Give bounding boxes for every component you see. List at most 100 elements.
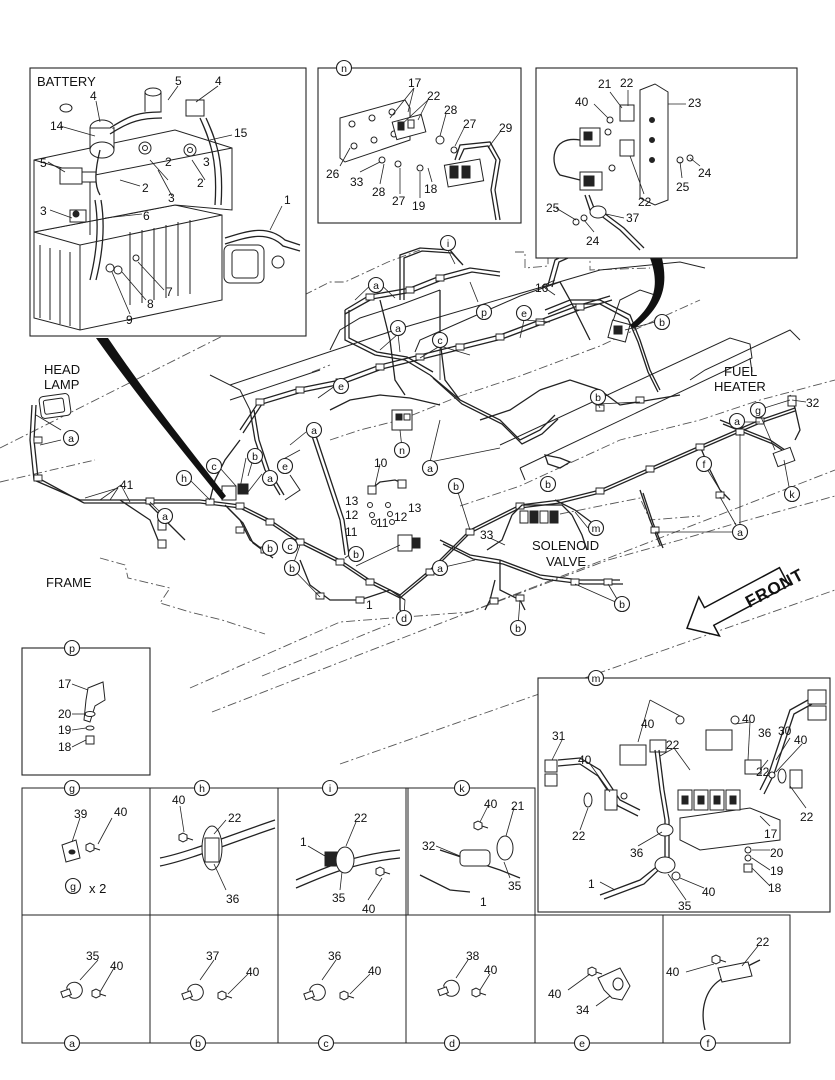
part-number: 40	[794, 733, 808, 747]
main-components	[38, 254, 797, 605]
callout-b: b	[619, 599, 625, 611]
part-number: 5	[175, 74, 182, 88]
part-number: 35	[678, 899, 692, 913]
part-number: 17	[764, 827, 778, 841]
detail-f-content	[702, 954, 761, 1031]
callout-a: a	[69, 1038, 75, 1050]
callout-i: i	[447, 238, 449, 250]
detail-b-content	[179, 981, 233, 1005]
part-number: 9	[126, 313, 133, 327]
part-number: 39	[74, 807, 88, 821]
part-number: 3	[203, 155, 210, 169]
callout-f: f	[703, 459, 706, 471]
part-number: 18	[768, 881, 782, 895]
part-number: 40	[702, 885, 716, 899]
part-number: 35	[508, 879, 522, 893]
part-number: 4	[90, 89, 97, 103]
part-number: 32	[806, 396, 820, 410]
part-number: 25	[546, 201, 560, 215]
callout-e: e	[282, 461, 288, 473]
part-number: 21	[511, 799, 525, 813]
detail-k-content	[419, 820, 521, 893]
part-number: 22	[666, 738, 680, 752]
part-number: 22	[756, 765, 770, 779]
battery-detail-panel: BATTERY	[29, 67, 307, 337]
callout-a: a	[395, 323, 401, 335]
solenoid-label-2: VALVE	[546, 554, 586, 569]
callout-b: b	[267, 543, 273, 555]
callout-b: b	[595, 392, 601, 404]
part-number: 40	[666, 965, 680, 979]
detail-i-content	[295, 846, 401, 889]
callout-b: b	[195, 1038, 201, 1050]
callout-a: a	[267, 473, 273, 485]
part-number: 28	[372, 185, 386, 199]
part-number: 1	[588, 877, 595, 891]
part-number: 11	[376, 516, 389, 530]
part-number: 36	[226, 892, 240, 906]
part-number: 40	[172, 793, 186, 807]
part-number: 17	[58, 677, 72, 691]
part-number: 5	[40, 156, 47, 170]
detail-g-content	[61, 839, 101, 863]
part-number: 37	[206, 949, 220, 963]
part-number: 21	[598, 77, 612, 91]
callout-h: h	[199, 783, 205, 795]
callout-b: b	[353, 549, 359, 561]
callout-b: b	[515, 623, 521, 635]
callout-f: f	[707, 1038, 710, 1050]
callout-d: d	[449, 1038, 455, 1050]
part-number: 7	[166, 285, 173, 299]
part-number: 16	[535, 281, 549, 295]
part-number: 12	[394, 510, 408, 524]
part-number: 36	[328, 949, 342, 963]
callout-a: a	[311, 425, 317, 437]
callout-b: b	[659, 317, 665, 329]
part-number: 8	[147, 297, 154, 311]
head-lamp-label-1: HEAD	[44, 362, 80, 377]
callout-c: c	[287, 541, 292, 553]
part-number: 41	[120, 478, 134, 492]
callout-k: k	[459, 783, 465, 795]
callout-k: k	[789, 489, 795, 501]
part-number: 3	[168, 191, 175, 205]
head-lamp-label-2: LAMP	[44, 377, 79, 392]
callout-p: p	[481, 307, 487, 319]
part-number: 27	[392, 194, 406, 208]
part-number: 15	[234, 126, 248, 140]
callout-c: c	[211, 461, 216, 473]
part-number: 13	[345, 494, 359, 508]
vehicle-frame-outline	[0, 249, 835, 765]
callout-b: b	[545, 479, 551, 491]
callout-i: i	[329, 783, 331, 795]
part-number: 22	[638, 195, 652, 209]
part-number: 1	[284, 193, 291, 207]
part-number: 6	[143, 209, 150, 223]
part-number: 34	[576, 1003, 590, 1017]
callout-b: b	[453, 481, 459, 493]
detail-grid	[21, 787, 791, 1044]
callout-n: n	[341, 63, 347, 75]
part-number: 40	[484, 963, 498, 977]
part-number: 2	[197, 176, 204, 190]
part-number: 38	[466, 949, 480, 963]
part-number: 22	[620, 76, 634, 90]
part-number: 33	[480, 528, 494, 542]
callout-h: h	[181, 473, 187, 485]
part-number: 40	[368, 964, 382, 978]
part-number: 20	[770, 846, 784, 860]
fuel-heater-label-1: FUEL	[724, 364, 757, 379]
callout-n: n	[399, 445, 405, 457]
part-number: 33	[350, 175, 364, 189]
callout-a: a	[68, 433, 74, 445]
part-number: 28	[444, 103, 458, 117]
callout-a: a	[373, 280, 379, 292]
callout-g: g	[755, 405, 761, 417]
part-number: 19	[770, 864, 784, 878]
callout-a: a	[427, 463, 433, 475]
circled-callouts: a a a a a a a a a a b b b b b b b b b b …	[62, 59, 801, 1052]
part-number: 1	[480, 895, 487, 909]
callout-g: g	[70, 881, 76, 893]
part-number: 40	[578, 753, 592, 767]
callout-e: e	[521, 308, 527, 320]
